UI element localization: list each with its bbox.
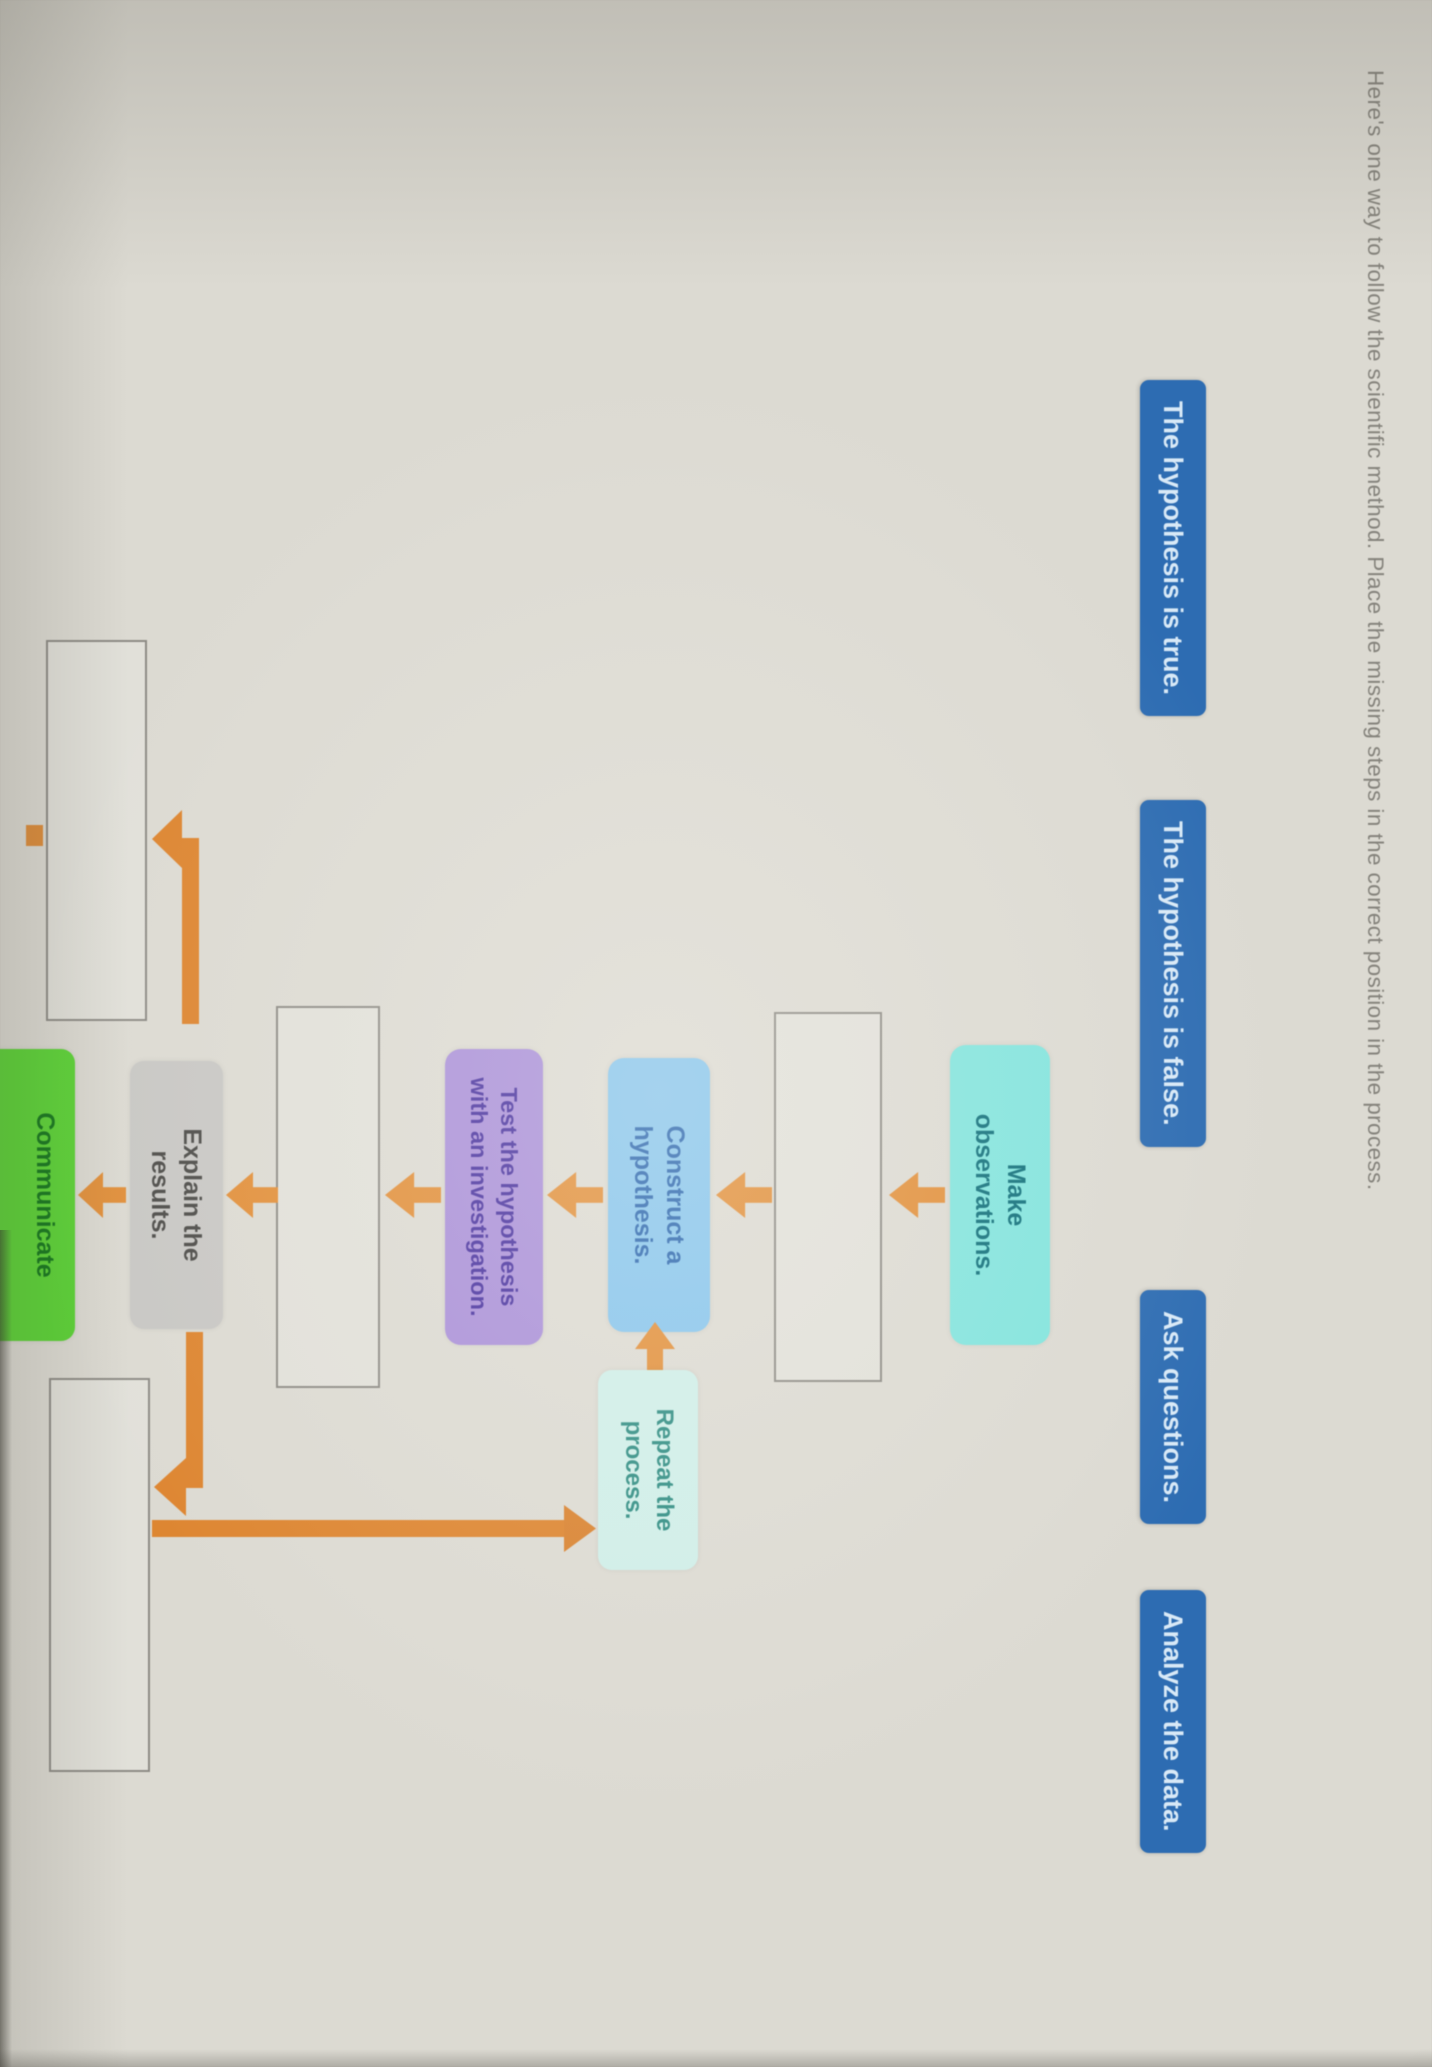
dropzone-hypothesis-false[interactable] xyxy=(49,1378,150,1772)
chip-analyze-data[interactable]: Analyze the data. xyxy=(1140,1590,1206,1853)
arrow-down-icon-6 xyxy=(78,1172,126,1218)
arrow-down-icon-2 xyxy=(716,1172,772,1218)
false-branch-elbow-line xyxy=(186,1332,203,1488)
step-make-observations: Make observations. xyxy=(950,1045,1050,1345)
step-explain-line1: Explain the xyxy=(178,1128,207,1262)
step-construct-line1: Construct a xyxy=(661,1125,689,1265)
chip-ask-questions[interactable]: Ask questions. xyxy=(1140,1290,1206,1525)
true-branch-elbow-line xyxy=(182,838,199,1024)
step-test-line2: with an investigation. xyxy=(466,1077,492,1317)
step-repeat-process: Repeat the process. xyxy=(598,1370,698,1570)
step-repeat-line2: process. xyxy=(620,1420,647,1520)
dropzone-ask-questions[interactable] xyxy=(774,1012,882,1382)
arrow-down-icon-5 xyxy=(226,1172,278,1218)
repeat-loop-line xyxy=(152,1520,566,1537)
dropzone-hypothesis-true[interactable] xyxy=(46,640,147,1021)
chip-hypothesis-true[interactable]: The hypothesis is true. xyxy=(1140,380,1206,717)
step-communicate: Communicate xyxy=(0,1049,75,1341)
chip-hypothesis-false[interactable]: The hypothesis is false. xyxy=(1140,800,1206,1147)
step-construct-line2: hypothesis. xyxy=(629,1125,657,1265)
step-repeat-line1: Repeat the xyxy=(650,1408,678,1532)
true-branch-arrowhead-down-icon xyxy=(152,810,182,868)
step-test-hypothesis: Test the hypothesis with an investigatio… xyxy=(445,1049,543,1345)
dropzone-analyze-data[interactable] xyxy=(276,1006,380,1388)
arrow-down-icon-4 xyxy=(385,1172,441,1218)
arrow-down-icon-3 xyxy=(547,1172,603,1218)
arrow-down-icon-1 xyxy=(889,1172,945,1218)
step-explain-line2: results. xyxy=(146,1150,175,1240)
step-construct-hypothesis: Construct a hypothesis. xyxy=(608,1058,710,1332)
repeat-loop-arrowhead-up-icon xyxy=(564,1505,596,1552)
step-explain-results: Explain the results. xyxy=(130,1061,223,1329)
instruction-text: Here's one way to follow the scientific … xyxy=(1363,70,1388,1191)
step-communicate-line1: Communicate xyxy=(31,1112,59,1278)
false-branch-arrowhead-down-icon xyxy=(154,1458,186,1516)
step-make-observations-line2: observations. xyxy=(970,1113,998,1277)
step-make-observations-line1: Make xyxy=(1002,1163,1030,1227)
orange-mark-icon xyxy=(26,825,43,846)
step-test-line1: Test the hypothesis xyxy=(496,1087,523,1307)
